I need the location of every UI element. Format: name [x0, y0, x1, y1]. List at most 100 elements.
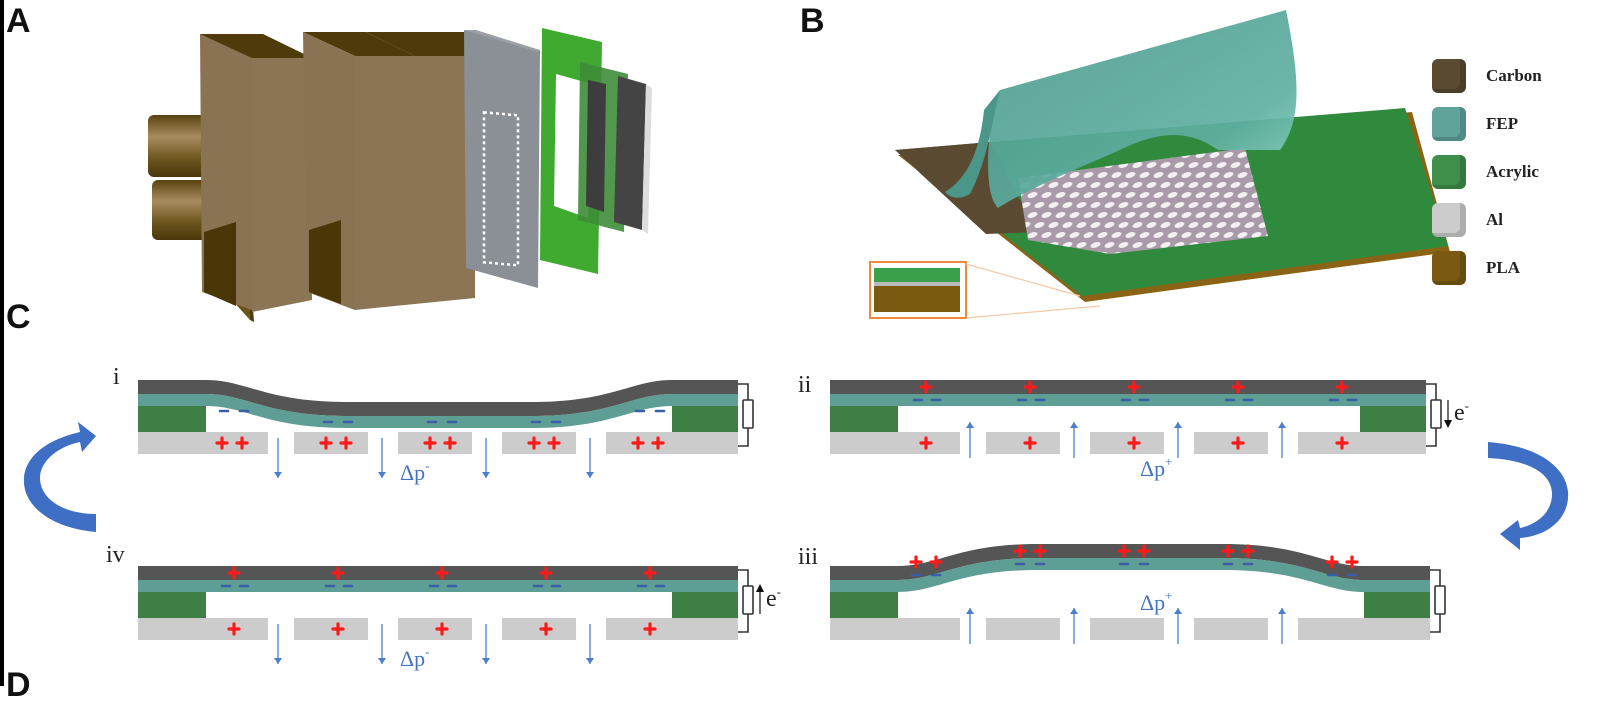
pressure-label: Δp+ — [1140, 454, 1173, 481]
al-electrode-segment — [606, 618, 738, 640]
electron-label: e- — [766, 584, 781, 612]
legend-label: Acrylic — [1486, 162, 1539, 181]
al-electrode-segment — [1298, 618, 1430, 640]
positive-charge — [1345, 555, 1359, 569]
pressure-sign: - — [425, 458, 429, 473]
positive-charge — [1127, 380, 1141, 394]
panel-label-c: C — [6, 298, 31, 336]
panel-b-film — [869, 10, 1450, 319]
carbon-film — [586, 80, 606, 212]
pressure-label: Δp- — [400, 458, 430, 485]
al-electrode — [1018, 148, 1268, 254]
airflow-arrow-head — [378, 472, 386, 478]
al-electrode-segment — [986, 618, 1060, 640]
al-electrode-segment — [138, 432, 268, 454]
acrylic-spacer-left — [138, 592, 206, 618]
pressure-sign: + — [1165, 454, 1172, 469]
positive-charge — [643, 566, 657, 580]
al-electrode-segment — [1090, 618, 1164, 640]
electron-sign: - — [777, 584, 781, 599]
stage-label: iii — [798, 544, 818, 570]
al-electrode-segment — [1298, 432, 1426, 454]
acrylic-spacer-right — [672, 592, 738, 618]
positive-charge — [919, 380, 933, 394]
cycle-arrow-left-icon — [23, 422, 96, 532]
positive-charge — [631, 436, 645, 450]
al-electrode-segment — [138, 618, 268, 640]
fep-layer — [138, 394, 738, 428]
circuit-wire — [738, 569, 749, 586]
legend-item-pla: PLA — [1432, 248, 1520, 288]
positive-charge — [547, 436, 561, 450]
positive-charge — [1325, 555, 1339, 569]
legend-label: Al — [1486, 210, 1503, 229]
acrylic-spacer-left — [830, 406, 898, 432]
positive-charge — [215, 436, 229, 450]
al-electrode-segment — [398, 618, 472, 640]
al-electrode-segment — [986, 432, 1060, 454]
resistor — [1430, 399, 1442, 429]
pressure-sign: + — [1165, 588, 1172, 603]
electron-label: e- — [1454, 398, 1469, 426]
airflow-arrow-head — [586, 658, 594, 664]
al-electrode-segment — [294, 618, 368, 640]
airflow-arrow-head — [1070, 608, 1078, 614]
al-electrode-segment — [502, 618, 576, 640]
positive-charge — [435, 622, 449, 636]
positive-charge — [539, 622, 553, 636]
stage-i: iΔp- — [113, 364, 754, 485]
acrylic-swatch — [1432, 155, 1466, 189]
positive-charge — [527, 436, 541, 450]
positive-charge — [443, 436, 457, 450]
al-electrode-segment — [830, 432, 960, 454]
positive-charge — [1013, 544, 1027, 558]
stage-label: i — [113, 364, 120, 390]
legend-item-carbon: Carbon — [1432, 56, 1542, 96]
cycle-arrow-left — [23, 422, 96, 532]
airflow-arrow-head — [482, 658, 490, 664]
positive-charge — [339, 436, 353, 450]
airflow-arrow-head — [586, 472, 594, 478]
positive-charge — [651, 436, 665, 450]
resistor — [742, 585, 754, 615]
positive-charge — [423, 436, 437, 450]
fep-swatch — [1432, 107, 1466, 141]
legend-label: FEP — [1486, 114, 1519, 133]
airflow-arrow-head — [966, 608, 974, 614]
panel-label-a: A — [6, 2, 31, 40]
positive-charge — [1231, 380, 1245, 394]
airflow-arrow-head — [966, 422, 974, 428]
acrylic-spacer-left — [138, 406, 206, 432]
al-swatch — [1432, 203, 1466, 237]
legend-item-al: Al — [1432, 200, 1503, 240]
circuit-wire — [1430, 614, 1441, 633]
legend-label: PLA — [1486, 258, 1520, 277]
positive-charge — [235, 436, 249, 450]
positive-charge — [1023, 436, 1037, 450]
positive-charge — [909, 555, 923, 569]
positive-charge — [929, 555, 943, 569]
left-edge-bar — [0, 0, 4, 686]
panel-label-b: B — [800, 2, 825, 40]
acrylic-spacer-left — [830, 592, 898, 618]
stage-label: ii — [798, 372, 812, 398]
positive-charge — [1023, 380, 1037, 394]
positive-charge — [1335, 380, 1349, 394]
al-electrode-segment — [1090, 432, 1164, 454]
airflow-arrow-head — [1278, 422, 1286, 428]
pressure-label: Δp+ — [1140, 588, 1173, 615]
cycle-arrow-right-icon — [1488, 442, 1569, 550]
positive-charge — [331, 566, 345, 580]
illustrations — [23, 10, 1569, 550]
electron-arrow-head — [756, 584, 764, 592]
circuit-wire — [738, 383, 749, 400]
stage-label: iv — [106, 542, 125, 568]
carbon-layer — [830, 544, 1430, 580]
airflow-arrow-head — [378, 658, 386, 664]
positive-charge — [1241, 544, 1255, 558]
legend-label: Carbon — [1486, 66, 1542, 85]
airflow-arrow-head — [274, 472, 282, 478]
positive-charge — [1127, 436, 1141, 450]
